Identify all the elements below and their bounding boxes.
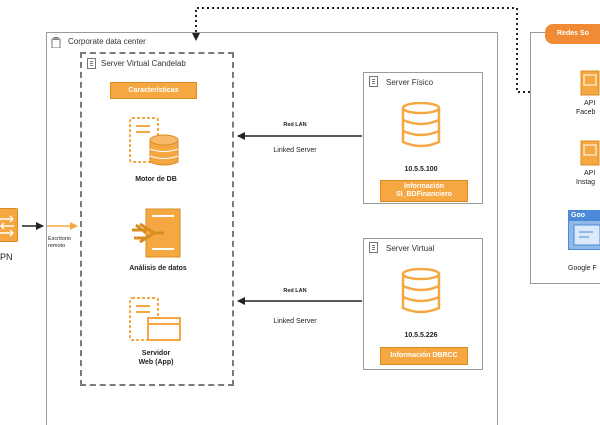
server-icon [369, 76, 378, 87]
api-instagram-line1: API [584, 170, 596, 177]
google-icon: Goo [568, 210, 600, 250]
caracteristicas-button[interactable]: Características [110, 82, 197, 99]
building-icon [51, 35, 61, 49]
dotted-connection [192, 7, 530, 93]
linked-server-label-2: Linked Server [273, 318, 317, 325]
server-virtual-ip: 10.5.5.226 [404, 332, 438, 339]
google-badge: Goo [569, 211, 600, 221]
server-icon [369, 242, 378, 253]
vpn-label: PN [0, 252, 13, 262]
corporate-data-center [46, 32, 498, 425]
database-icon [401, 268, 441, 314]
analisis-label: Análisis de datos [129, 265, 187, 272]
lan-label-1: Red LAN [283, 122, 307, 128]
servidor-label-2: Web (App) [138, 359, 174, 366]
server-virtual-title: Server Virtual [386, 244, 435, 253]
info-financiero-line2: SI_BDFinanciero [395, 191, 452, 198]
candelab-title: Server Virtual Candelab [101, 59, 186, 68]
google-label: Google F [568, 265, 597, 272]
corporate-title: Corporate data center [68, 37, 146, 46]
info-financiero: Información SI_BDFinanciero [380, 180, 468, 202]
analytics-icon [132, 208, 181, 258]
motor-db-label: Motor de DB [135, 176, 177, 183]
api-instagram-icon [580, 140, 600, 166]
remote-desktop-label-1: Escritorio [48, 236, 71, 242]
api-instagram-line2: Instag [576, 179, 596, 186]
api-facebook-line2: Faceb [576, 109, 596, 116]
info-dbrcc: Información DBRCC [380, 347, 468, 365]
remote-desktop-label-2: remoto [48, 243, 66, 249]
vpn-icon [0, 208, 18, 242]
lan-label-2: Red LAN [283, 288, 307, 294]
social-header: Redes So [545, 24, 600, 44]
api-facebook-icon [580, 70, 600, 96]
server-virtual [363, 238, 483, 370]
database-icon [401, 102, 441, 148]
servidor-label-1: Servidor [141, 350, 171, 357]
database-engine-icon [129, 117, 179, 166]
server-virtual-candelab [80, 52, 234, 386]
info-financiero-line1: Información [403, 183, 445, 190]
server-fisico [363, 72, 483, 204]
server-fisico-title: Server Físico [386, 78, 434, 87]
api-facebook-line1: API [584, 100, 596, 107]
linked-server-label-1: Linked Server [273, 147, 317, 154]
web-server-icon [129, 297, 181, 341]
server-fisico-ip: 10.5.5.100 [404, 166, 438, 173]
server-icon [87, 58, 96, 69]
